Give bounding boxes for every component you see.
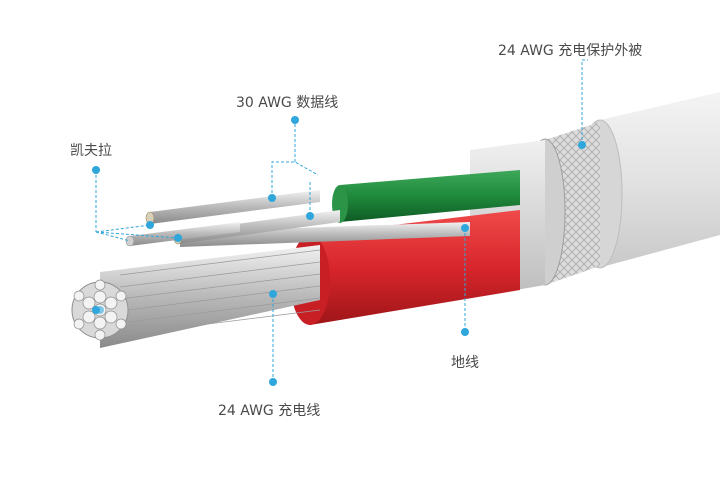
leader-lines [95, 59, 588, 380]
ground-wire [180, 222, 470, 247]
power-conductor [71, 245, 321, 348]
label-power-wire: 24 AWG 充电线 [218, 403, 321, 419]
leader-dots [92, 116, 586, 386]
label-ground-wire: 地线 [451, 355, 479, 371]
label-outer-jacket: 24 AWG 充电保护外被 [498, 43, 643, 59]
label-data-wire: 30 AWG 数据线 [236, 95, 339, 111]
label-kevlar: 凯夫拉 [70, 143, 112, 159]
